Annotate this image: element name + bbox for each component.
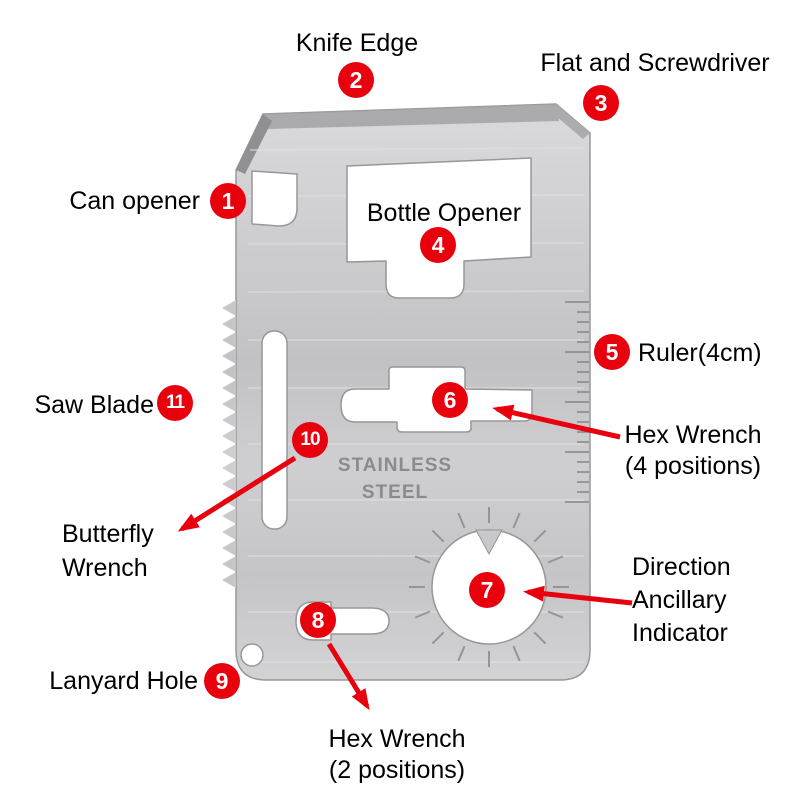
callout-badge-9: 9 bbox=[204, 663, 240, 699]
callout-badge-8: 8 bbox=[300, 602, 336, 638]
callout-label-lanyard-hole: Lanyard Hole bbox=[49, 667, 198, 695]
callout-badge-1: 1 bbox=[210, 183, 246, 219]
callout-badge-5: 5 bbox=[594, 334, 630, 370]
callout-badge-11: 11 bbox=[157, 385, 193, 421]
callout-badge-4: 4 bbox=[420, 227, 456, 263]
callout-label-saw-blade: Saw Blade bbox=[34, 391, 154, 419]
callout-badge-7: 7 bbox=[469, 572, 505, 608]
direction-indicator-rays bbox=[408, 506, 569, 668]
callout-label-butterfly-wrench: Butterfly Wrench bbox=[62, 520, 154, 582]
callout-badge-3: 3 bbox=[583, 85, 619, 121]
can-opener-hole bbox=[251, 170, 298, 227]
callout-label-can-opener: Can opener bbox=[69, 187, 200, 215]
saw-teeth bbox=[222, 300, 236, 588]
callout-badge-10: 10 bbox=[292, 422, 328, 458]
arrow-direction-indicator bbox=[523, 585, 633, 606]
callout-arrows bbox=[177, 404, 633, 711]
screwdriver-chamfer bbox=[549, 104, 590, 139]
lanyard-hole bbox=[240, 643, 264, 667]
card-engraving-text: STAINLESS STEEL bbox=[337, 455, 453, 503]
callout-label-flat-screwdriver: Flat and Screwdriver bbox=[540, 49, 770, 77]
callout-label-knife-edge: Knife Edge bbox=[295, 29, 419, 57]
callout-label-hex-wrench-2: Hex Wrench (2 positions) bbox=[328, 725, 466, 784]
callout-badge-2: 2 bbox=[338, 62, 374, 98]
knife-edge-bevel bbox=[263, 104, 559, 129]
ruler-ticks bbox=[565, 301, 589, 503]
arrow-hex-wrench-4 bbox=[492, 404, 621, 440]
callout-label-ruler: Ruler(4cm) bbox=[638, 339, 762, 367]
callout-label-direction-indicator: Direction Ancillary Indicator bbox=[632, 553, 731, 647]
arrow-hex-wrench-2 bbox=[326, 642, 370, 711]
arrow-butterfly-wrench bbox=[177, 455, 297, 532]
callout-label-bottle-opener: Bottle Opener bbox=[366, 199, 522, 227]
butterfly-wrench-slot bbox=[261, 330, 288, 530]
callout-badge-6: 6 bbox=[432, 382, 468, 418]
callout-label-hex-wrench-4: Hex Wrench (4 positions) bbox=[624, 421, 762, 480]
